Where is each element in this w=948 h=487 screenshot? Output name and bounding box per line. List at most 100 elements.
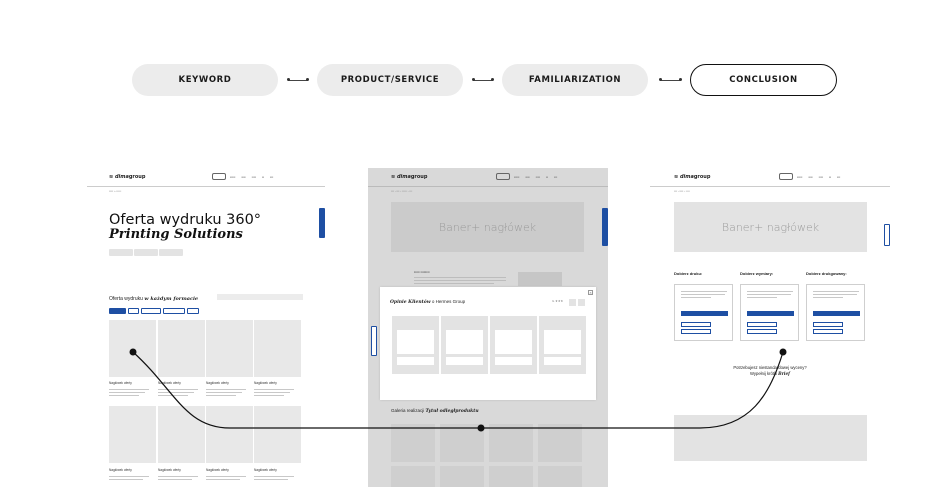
section-title-prefix: Oferta wydruku (109, 296, 143, 302)
offer-card (158, 320, 205, 377)
carousel-next-icon[interactable] (578, 299, 585, 306)
banner-label: Baner+ nagłówek (721, 220, 820, 234)
option-button[interactable] (813, 311, 860, 316)
offer-card (109, 406, 156, 463)
flow-step-label: CONCLUSION (729, 75, 798, 85)
card-title: Nagłówek oferty (254, 468, 277, 472)
breadcrumb: ▪▪▪▪ ›› ▪▪▪▪▪ (109, 189, 122, 193)
realization-emphasis: Tytuł odległproduktu (425, 409, 479, 414)
site-nav: ≋ dimagroup ▪▪▪▪▪▪▪▪▪▪▪▪▪▪▪▪▪▪ (650, 168, 890, 186)
realization-title: Galeria realizacji Tytuł odległproduktu (391, 408, 479, 414)
option-button[interactable] (813, 329, 843, 334)
card-title: Nagłówek oferty (158, 381, 181, 385)
option-button[interactable] (681, 311, 728, 316)
logo: ≋ dimagroup (391, 174, 428, 180)
banner-label: Baner+ nagłówek (438, 220, 537, 234)
filter-pill (187, 308, 199, 314)
review-card (539, 316, 586, 374)
nav-links: ▪▪▪▪▪▪▪▪▪▪▪▪▪▪▪▪▪▪ (230, 175, 274, 179)
modal-title-suffix: o Hermes Group (431, 299, 466, 304)
option-button[interactable] (747, 322, 777, 327)
option-button[interactable] (813, 322, 843, 327)
option-button[interactable] (681, 322, 711, 327)
card-title: Nagłówek oferty (158, 468, 181, 472)
column-title: Dobierz drukgowany: (806, 271, 847, 276)
filter-pill (109, 308, 126, 314)
review-card (441, 316, 488, 374)
nav-links: ▪▪▪▪▪▪▪▪▪▪▪▪▪▪▪▪▪▪ (797, 175, 841, 179)
filter-pill (141, 308, 161, 314)
cta-brief-link[interactable]: Brief (778, 371, 790, 376)
gallery-tile (489, 466, 533, 487)
realization-prefix: Galeria realizacji (391, 408, 425, 413)
offer-card (206, 320, 253, 377)
site-nav: ≋ dimagroup ▪▪▪▪▪▪▪▪▪▪▪▪▪▪▪▪▪▪ (368, 168, 608, 186)
option-button[interactable] (747, 329, 777, 334)
cta-line-1: Potrzebujesz niestandardowej wyceny? (733, 365, 807, 370)
gallery-tile (391, 424, 435, 462)
brief-form-box (674, 415, 867, 461)
modal-title-emphasis: Opinie Klientów (390, 300, 431, 305)
product-banner: Baner+ nagłówek (674, 202, 867, 252)
site-nav: ≋ dimagroup ▪▪▪▪▪▪▪▪▪▪▪▪▪▪▪▪▪▪ (87, 168, 325, 186)
offer-section-title: Oferta wydruku w każdym formacie (109, 296, 198, 302)
breadcrumb: ▪▪▪ › ▪▪▪▪ › ▪▪▪▪ (674, 189, 690, 193)
flow-connector (472, 78, 494, 81)
gallery-tile (391, 466, 435, 487)
option-button[interactable] (681, 329, 711, 334)
nav-links: ▪▪▪▪▪▪▪▪▪▪▪▪▪▪▪▪▪▪ (514, 175, 558, 179)
journey-start-dot (129, 348, 137, 356)
card-title: Nagłówek oferty (206, 468, 229, 472)
card-title: Nagłówek oferty (109, 381, 132, 385)
review-card (392, 316, 439, 374)
offer-card (254, 406, 301, 463)
filter-pill (128, 308, 139, 314)
option-box (806, 284, 865, 341)
flow-step-label: FAMILIARIZATION (528, 75, 622, 85)
option-box (674, 284, 733, 341)
hero-button (134, 249, 158, 256)
flow-connector (659, 78, 682, 81)
side-tab (371, 326, 377, 356)
reviews-modal: × Opinie Klientów o Hermes Group G ★★★ (380, 287, 596, 400)
nav-button (779, 173, 793, 180)
review-card (490, 316, 537, 374)
journey-end-dot (779, 348, 787, 356)
side-tab (319, 208, 325, 238)
logo: ≋ dimagroup (109, 174, 146, 180)
cta-line-2: Wypełnij krótki Brief (650, 371, 890, 377)
gallery-tile (489, 424, 533, 462)
column-title: Dobierz druku: (674, 271, 703, 276)
flow-step-familiarization: FAMILIARIZATION (502, 64, 648, 96)
cta-prefix: Wypełnij krótki (750, 371, 777, 376)
card-title: Nagłówek oferty (206, 381, 229, 385)
flow-step-product-service: PRODUCT/SERVICE (317, 64, 463, 96)
option-button[interactable] (747, 311, 794, 316)
nav-button (496, 173, 510, 180)
wireframe-category-page: ≋ dimagroup ▪▪▪▪▪▪▪▪▪▪▪▪▪▪▪▪▪▪ ▪▪▪▪ ›› ▪… (87, 168, 325, 487)
offer-card (254, 320, 301, 377)
google-rating-icon: G ★★★ (552, 299, 564, 303)
gallery-tile (440, 466, 484, 487)
carousel-prev-icon[interactable] (569, 299, 576, 306)
card-title: Nagłówek oferty (109, 468, 132, 472)
hero-title: Oferta wydruku 360° (109, 212, 262, 228)
side-tab (602, 208, 608, 246)
flow-step-label: KEYWORD (178, 75, 232, 85)
custom-quote-cta: Potrzebujesz niestandardowej wyceny? Wyp… (650, 365, 890, 377)
offer-card (158, 406, 205, 463)
hero-subtitle: Printing Solutions (109, 227, 243, 242)
flow-connector (287, 78, 309, 81)
search-line (217, 294, 303, 300)
side-tab (884, 224, 890, 246)
journey-mid-dot (477, 424, 485, 432)
close-icon[interactable]: × (588, 290, 593, 295)
card-title: Nagłówek oferty (254, 381, 277, 385)
flow-step-conclusion: CONCLUSION (690, 64, 837, 96)
hero-button (159, 249, 183, 256)
hero-button (109, 249, 133, 256)
offer-card (206, 406, 253, 463)
column-title: Dobierz wymiary: (740, 271, 774, 276)
nav-button (212, 173, 226, 180)
